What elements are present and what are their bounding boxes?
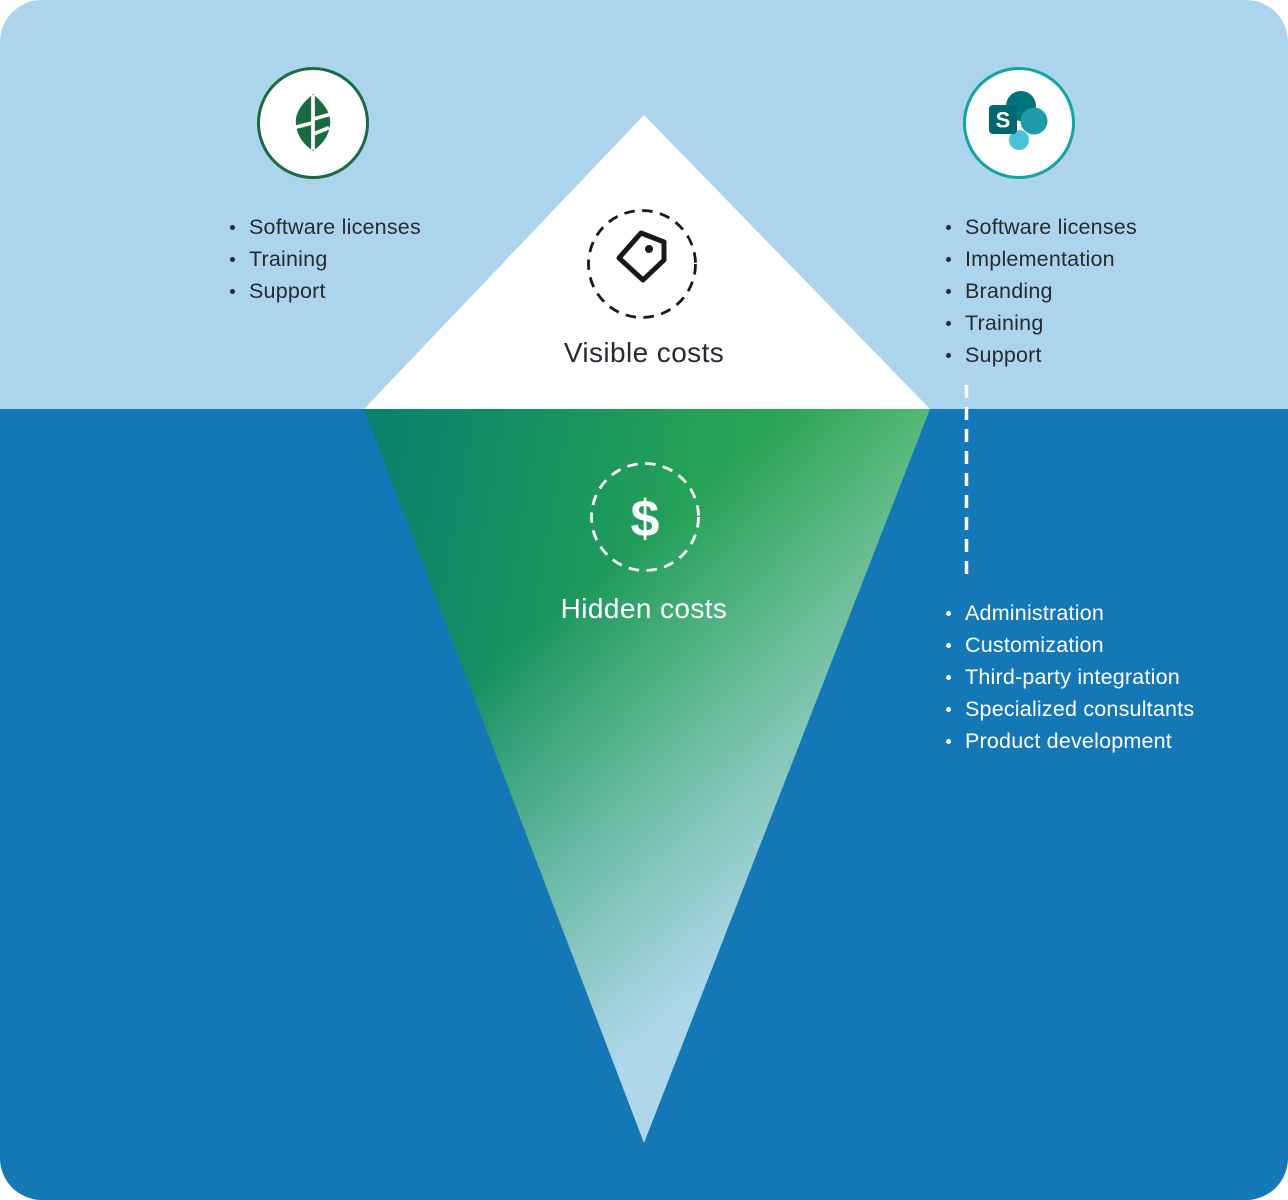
sharepoint-mid-circle — [1020, 107, 1048, 135]
sharepoint-letter-tile — [989, 105, 1017, 134]
list-item: Third-party integration — [942, 661, 1194, 693]
list-item: Specialized consultants — [942, 693, 1194, 725]
list-item: Software licenses — [226, 211, 421, 243]
price-tag-icon — [587, 209, 697, 319]
dashed-connector-line — [964, 385, 969, 580]
list-item: Software licenses — [942, 211, 1137, 243]
price-tag-outline — [616, 230, 667, 283]
left-product-visible-costs-list: Software licenses Training Support — [226, 211, 421, 307]
sharepoint-small-circle — [1009, 130, 1029, 150]
price-tag-hole — [645, 245, 653, 253]
list-item: Training — [226, 243, 421, 275]
hidden-costs-title: Hidden costs — [560, 593, 728, 624]
visible-costs-title: Visible costs — [563, 337, 725, 368]
sharepoint-icon: S — [989, 91, 1048, 150]
dashed-circle-outline — [590, 462, 700, 572]
list-item: Support — [942, 339, 1137, 371]
right-product-badge: S — [963, 67, 1075, 179]
list-item: Training — [942, 307, 1137, 339]
dashed-circle-outline — [587, 209, 697, 319]
dollar-icon: $ — [590, 462, 700, 572]
right-product-hidden-costs-list: Administration Customization Third-party… — [942, 597, 1194, 757]
right-product-visible-costs-list: Software licenses Implementation Brandin… — [942, 211, 1137, 371]
hidden-costs-badge: $ — [588, 460, 702, 579]
list-item: Administration — [942, 597, 1194, 629]
list-item: Product development — [942, 725, 1194, 757]
visible-costs-badge — [585, 207, 699, 326]
leaf-veins — [295, 95, 331, 150]
sharepoint-letter: S — [996, 108, 1011, 133]
list-item: Implementation — [942, 243, 1137, 275]
list-item: Support — [226, 275, 421, 307]
list-item: Customization — [942, 629, 1194, 661]
left-product-badge — [257, 67, 369, 179]
dollar-glyph: $ — [631, 490, 660, 548]
list-item: Branding — [942, 275, 1137, 307]
leaf-icon — [295, 94, 331, 151]
